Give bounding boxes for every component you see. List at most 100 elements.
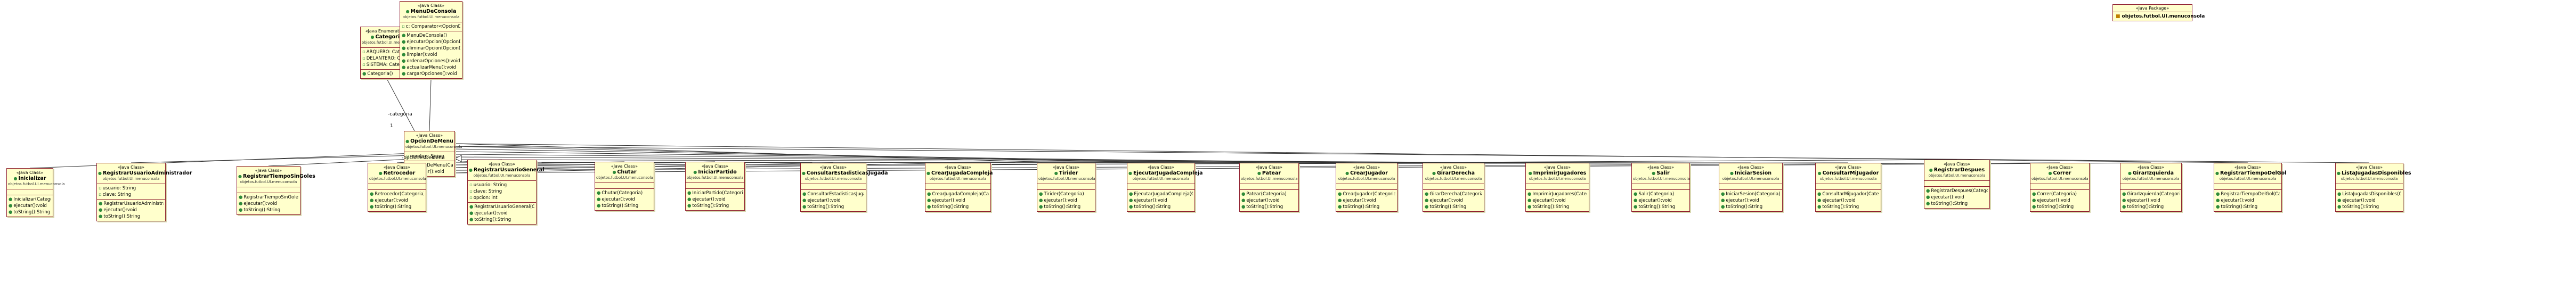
class-consultarestadisticasjugada[interactable]: «Java Class»ConsultarEstadisticasJugadao… [800,163,888,212]
method-icon: ● [1425,198,1429,203]
operation: ●ejecutar():void [597,197,635,202]
operation: ●toString():String [1241,204,1283,210]
operation: ●RegistrarTiempoSinGoles(Categoria) [239,195,298,200]
class-stereotype: «Java Class» [944,165,972,170]
operation: ●ejecutar():void [1338,198,1376,203]
field-icon: ▫ [99,186,102,191]
attribute: ▫nombre: String [406,154,444,159]
operations-section: ●EjecutarJugadaCompleja(Categoria)●ejecu… [1127,190,1194,211]
class-package: objetos.futbol.UI.menuconsola [805,177,862,181]
attributes-section [2214,184,2281,190]
attribute: ▫clave: String [99,192,132,197]
method-icon: ● [1338,192,1342,197]
method-icon: ● [99,201,103,206]
operation: ●Tirider(Categoria) [1039,192,1084,197]
attributes-section [1816,184,1881,190]
method-icon: ● [1634,198,1638,203]
operation: ●RegistrarUsuarioAdministrador(Categoria… [99,201,164,206]
class-name: RegistrarTiempoSinGoles [238,173,315,179]
class-imprimirjugadores[interactable]: «Java Class»ImprimirJugadoresobjetos.fut… [1525,163,1589,212]
class-menudeconsola[interactable]: «Java Class»MenuDeConsolaobjetos.futbol.… [400,1,462,79]
class-registrartiemposingoles[interactable]: «Java Class»RegistrarTiempoSinGolesobjet… [237,166,315,215]
class-chutar[interactable]: «Java Class»Chutarobjetos.futbol.UI.menu… [595,162,654,211]
class-stereotype: «Java Class» [417,3,445,8]
class-name: ImprimirJugadores [1527,170,1588,176]
method-icon: ● [469,204,474,210]
class-package: objetos.futbol.UI.menuconsola [2341,177,2398,181]
class-name: ConsultarMiJugador [1817,170,1880,176]
class-header: «Java Class»RegistrarTiempoDelGolobjetos… [2214,163,2286,184]
class-iniciarsesion[interactable]: «Java Class»IniciarSesionobjetos.futbol.… [1719,163,1783,212]
attributes-section [801,184,866,190]
operation: ●toString():String [9,210,51,215]
operation: ●ejecutar():void [1721,198,1759,203]
operations-section: ●CrearJugadaCompleja(Categoria)●ejecutar… [925,190,990,211]
operation: ●IniciarSesion(Categoria) [1721,192,1781,197]
operation: ●toString():String [1039,204,1081,210]
operations-section: ●GirarDerecha(Categoria)●ejecutar():void… [1423,190,1484,211]
class-crearjugadacompleja[interactable]: «Java Class»CrearJugadaComplejaobjetos.f… [925,163,993,212]
attributes-section [1924,181,1989,187]
class-header: «Java Class»RegistrarUsuarioAdministrado… [97,163,192,184]
class-registrardespues[interactable]: «Java Class»RegistrarDespuesobjetos.futb… [1924,160,1990,209]
operation: ●ejecutarOpcion(OpcionDeMenu):void [402,39,460,45]
method-icon: ● [402,39,406,45]
attribute: ▫ARQUERO: Categoria [362,49,411,55]
class-stereotype: «Java Class» [16,170,44,175]
class-name: GirarIzquierda [2122,170,2180,176]
operation: ●toString():String [99,214,141,219]
method-icon: ● [927,204,931,210]
class-registrarusuarioadministrador[interactable]: «Java Class»RegistrarUsuarioAdministrado… [96,163,192,221]
attribute: ▫clave: String [469,189,502,194]
class-patear[interactable]: «Java Class»Patearobjetos.futbol.UI.menu… [1239,163,1299,212]
class-correr[interactable]: «Java Class»Correrobjetos.futbol.UI.menu… [2030,163,2090,212]
class-girarderecha[interactable]: «Java Class»GirarDerechaobjetos.futbol.U… [1423,163,1484,212]
class-iniciarpartido[interactable]: «Java Class»IniciarPartidoobjetos.futbol… [685,162,745,211]
class-name: ConsultarEstadisticasJugada [802,170,888,176]
operation: ●toString():String [1425,204,1467,210]
class-header: «Java Class»ConsultarMiJugadorobjetos.fu… [1816,163,1881,184]
method-icon: ● [1634,192,1638,197]
class-package: objetos.futbol.UI.menuconsola [1425,177,1482,181]
class-registrartiempodelgol[interactable]: «Java Class»RegistrarTiempoDelGolobjetos… [2214,163,2286,212]
class-name: Categoria [362,34,412,40]
method-icon: ● [370,198,374,203]
package-name: objetos.futbol.UI.menuconsola [2113,12,2205,21]
operation: ●GirarIzquierda(Categoria) [2122,192,2180,197]
class-package: objetos.futbol.UI.menuconsola [1038,177,1095,181]
class-girarizquierda[interactable]: «Java Class»GirarIzquierdaobjetos.futbol… [2120,163,2182,212]
operation: ●ejecutar():void [1926,195,1964,200]
class-listajugadasdisponibles[interactable]: «Java Class»ListaJugadasDisponiblesobjet… [2335,163,2411,212]
class-header: «Java Class»RegistrarDespuesobjetos.futb… [1924,160,1989,181]
attributes-section: ▫c: Comparator<OpcionDeMenu> [400,22,462,31]
class-package: objetos.futbol.UI.menuconsola [1529,177,1586,181]
attributes-section [925,184,990,190]
class-consultarmijugador[interactable]: «Java Class»ConsultarMiJugadorobjetos.fu… [1815,163,1881,212]
class-name: ListaJugadasDisponibles [2337,170,2411,176]
class-crearjugador[interactable]: «Java Class»CrearJugadorobjetos.futbol.U… [1336,163,1397,212]
method-icon: ● [1338,198,1342,203]
class-ejecutarjugadacompleja[interactable]: «Java Class»EjecutarJugadaComplejaobjeto… [1127,163,1203,212]
class-header: «Java Class»IniciarPartidoobjetos.futbol… [686,162,744,183]
class-inicializar[interactable]: «Java Class»Inicializarobjetos.futbol.UI… [6,168,65,217]
operation: ●ejecutar():void [2337,198,2376,203]
attributes-section [368,184,426,190]
operation: ●ejecutar():void [1129,198,1167,203]
package-box[interactable]: «Java Package» objetos.futbol.UI.menucon… [2112,4,2205,21]
attribute: ▫usuario: String [99,186,136,191]
operation: ●toString():String [370,204,412,210]
operations-section: ●RegistrarUsuarioGeneral(Categoria)●ejec… [468,203,536,224]
method-icon: ● [1817,192,1822,197]
class-salir[interactable]: «Java Class»Salirobjetos.futbol.UI.menuc… [1631,163,1690,212]
class-package: objetos.futbol.UI.menuconsola [687,176,744,180]
class-name: Salir [1633,170,1688,176]
class-retrocedor[interactable]: «Java Class»Retrocedorobjetos.futbol.UI.… [368,163,426,212]
class-stereotype: «Java Class» [117,165,145,170]
class-registrarusuariogeneral[interactable]: «Java Class»RegistrarUsuarioGeneralobjet… [467,160,545,225]
operation: ●RegistrarDespues(Categoria) [1926,188,1988,194]
class-header: «Java Class»Salirobjetos.futbol.UI.menuc… [1632,163,1690,184]
class-name: IniciarPartido [687,169,743,175]
class-header: «Java Class»MenuDeConsolaobjetos.futbol.… [400,2,462,22]
class-tirider[interactable]: «Java Class»Tiriderobjetos.futbol.UI.men… [1037,163,1095,212]
class-name: Inicializar [8,176,52,181]
